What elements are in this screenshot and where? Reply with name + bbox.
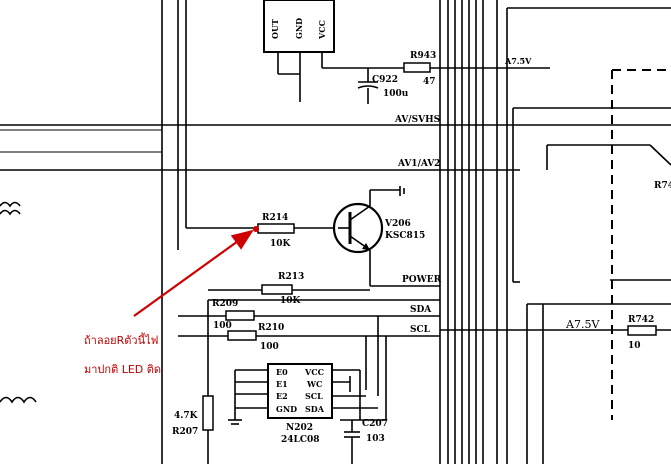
- n202-pin-gnd: GND: [276, 404, 297, 414]
- c922-ref: C922: [372, 75, 398, 85]
- r943-value: 47: [423, 77, 436, 87]
- n202-pin-sda: SDA: [305, 404, 325, 414]
- vertical-bus: [439, 0, 508, 464]
- coil-fragment-bottom: [0, 396, 37, 404]
- resistor-r207: 4.7K R207: [172, 356, 214, 464]
- transistor-v206: V206 KSC815: [332, 202, 425, 254]
- net-av-svhs: AV/SVHS: [394, 115, 440, 125]
- n202-pin-e1: E1: [276, 379, 288, 389]
- r210-ref: R210: [258, 323, 284, 333]
- annotation-arrow: [133, 229, 254, 317]
- resistor-r943: R943 47: [403, 51, 436, 87]
- r213-ref: R213: [278, 272, 304, 282]
- r207-ref: R207: [172, 427, 198, 437]
- r742-ref: R742: [628, 315, 654, 325]
- chip-pin-out: OUT: [270, 19, 280, 39]
- resistor-r210: R210 100: [227, 323, 284, 352]
- net-power: POWER: [402, 275, 442, 285]
- net-a75v-box: A7.5V: [565, 318, 600, 331]
- left-vertical-wires: [161, 0, 209, 464]
- n202-part: 24LC08: [281, 435, 320, 445]
- r209-ref: R209: [212, 299, 238, 309]
- n202-pin-wc: WC: [306, 379, 322, 389]
- net-scl: SCL: [410, 325, 431, 335]
- capacitor-c922: C922 100u: [357, 68, 409, 104]
- v206-ref: V206: [384, 219, 411, 229]
- r214-ref: R214: [262, 213, 288, 223]
- test-point-marker: [253, 226, 259, 232]
- resistor-r214: R214 10K: [257, 213, 295, 249]
- n202-ref: N202: [286, 423, 313, 433]
- r209-value: 100: [213, 321, 232, 331]
- r210-value: 100: [260, 342, 279, 352]
- chip-pin-vcc: VCC: [317, 20, 327, 40]
- regulator-chip: OUT GND VCC: [263, 0, 335, 53]
- net-a75v-top: A7.5V: [504, 56, 532, 66]
- c207-ref: C207: [362, 419, 388, 429]
- c922-value: 100u: [383, 89, 409, 99]
- annotation-line-1: ถ้าลอยRตัวนี้ไฟ: [84, 332, 158, 347]
- eeprom-n202: E0 E1 E2 GND VCC WC SCL SDA N202 24LC08: [267, 363, 333, 445]
- v206-value: KSC815: [385, 231, 425, 241]
- r742-value: 10: [628, 341, 641, 351]
- net-av1-av2: AV1/AV2: [397, 159, 440, 169]
- resistor-r213: R213 10K: [261, 272, 304, 306]
- coil-fragment-top: [0, 201, 21, 216]
- r214-value: 10K: [270, 239, 292, 249]
- annotation-line-2: มาปกติ LED ติด: [84, 363, 161, 376]
- c207-value: 103: [366, 434, 385, 444]
- net-sda: SDA: [410, 305, 432, 315]
- capacitor-c207: C207 103: [340, 419, 388, 464]
- r74-partial-label: R74: [654, 181, 671, 191]
- dashed-module-box: [611, 69, 671, 420]
- resistor-r742: R742 10: [627, 315, 657, 351]
- n202-pin-scl: SCL: [305, 391, 323, 401]
- r207-value: 4.7K: [174, 411, 199, 421]
- r213-value: 10K: [280, 296, 302, 306]
- chip-pin-gnd: GND: [294, 18, 304, 39]
- n202-pin-vcc: VCC: [304, 367, 324, 377]
- n202-pin-e0: E0: [276, 367, 288, 377]
- n202-pin-e2: E2: [276, 391, 288, 401]
- resistor-r209: R209 100: [212, 299, 255, 331]
- r943-ref: R943: [410, 51, 436, 61]
